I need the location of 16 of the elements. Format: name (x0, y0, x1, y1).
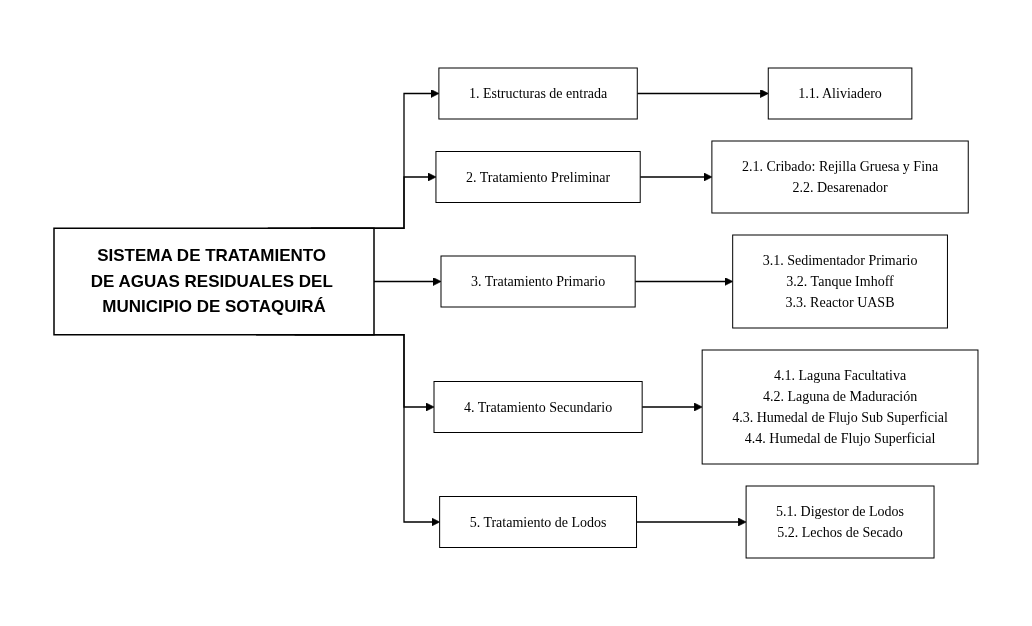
arrow (639, 172, 713, 182)
node-box: 3. Tratamiento Primario (440, 255, 636, 308)
node-box: 4.1. Laguna Facultativa 4.2. Laguna de Maduración 4.3. Humedal de Flujo Sub Superficial 4.4. Humedal de Flujo Superficial (701, 349, 979, 465)
node-box: 1.1. Aliviadero (767, 67, 913, 120)
arrow (635, 517, 747, 527)
node-box: 5. Tratamiento de Lodos (439, 496, 638, 548)
node-box: 4. Tratamiento Secundario (433, 381, 643, 433)
node-box: 5.1. Digestor de Lodos 5.2. Lechos de Secado (745, 485, 935, 559)
node-box: SISTEMA DE TRATAMIENTO DE AGUAS RESIDUALES DEL MUNICIPIO DE SOTAQUIRÁ (53, 227, 375, 336)
arrow (634, 277, 734, 286)
arrow (636, 89, 769, 98)
arrow (641, 402, 703, 412)
node-box: 1. Estructuras de entrada (438, 67, 638, 120)
node-box: 2. Tratamiento Preliminar (435, 151, 641, 203)
node-box: 3.1. Sedimentador Primario 3.2. Tanque Imhoff 3.3. Reactor UASB (732, 234, 948, 329)
node-box: 2.1. Cribado: Rejilla Gruesa y Fina 2.2. Desarenador (711, 140, 969, 214)
